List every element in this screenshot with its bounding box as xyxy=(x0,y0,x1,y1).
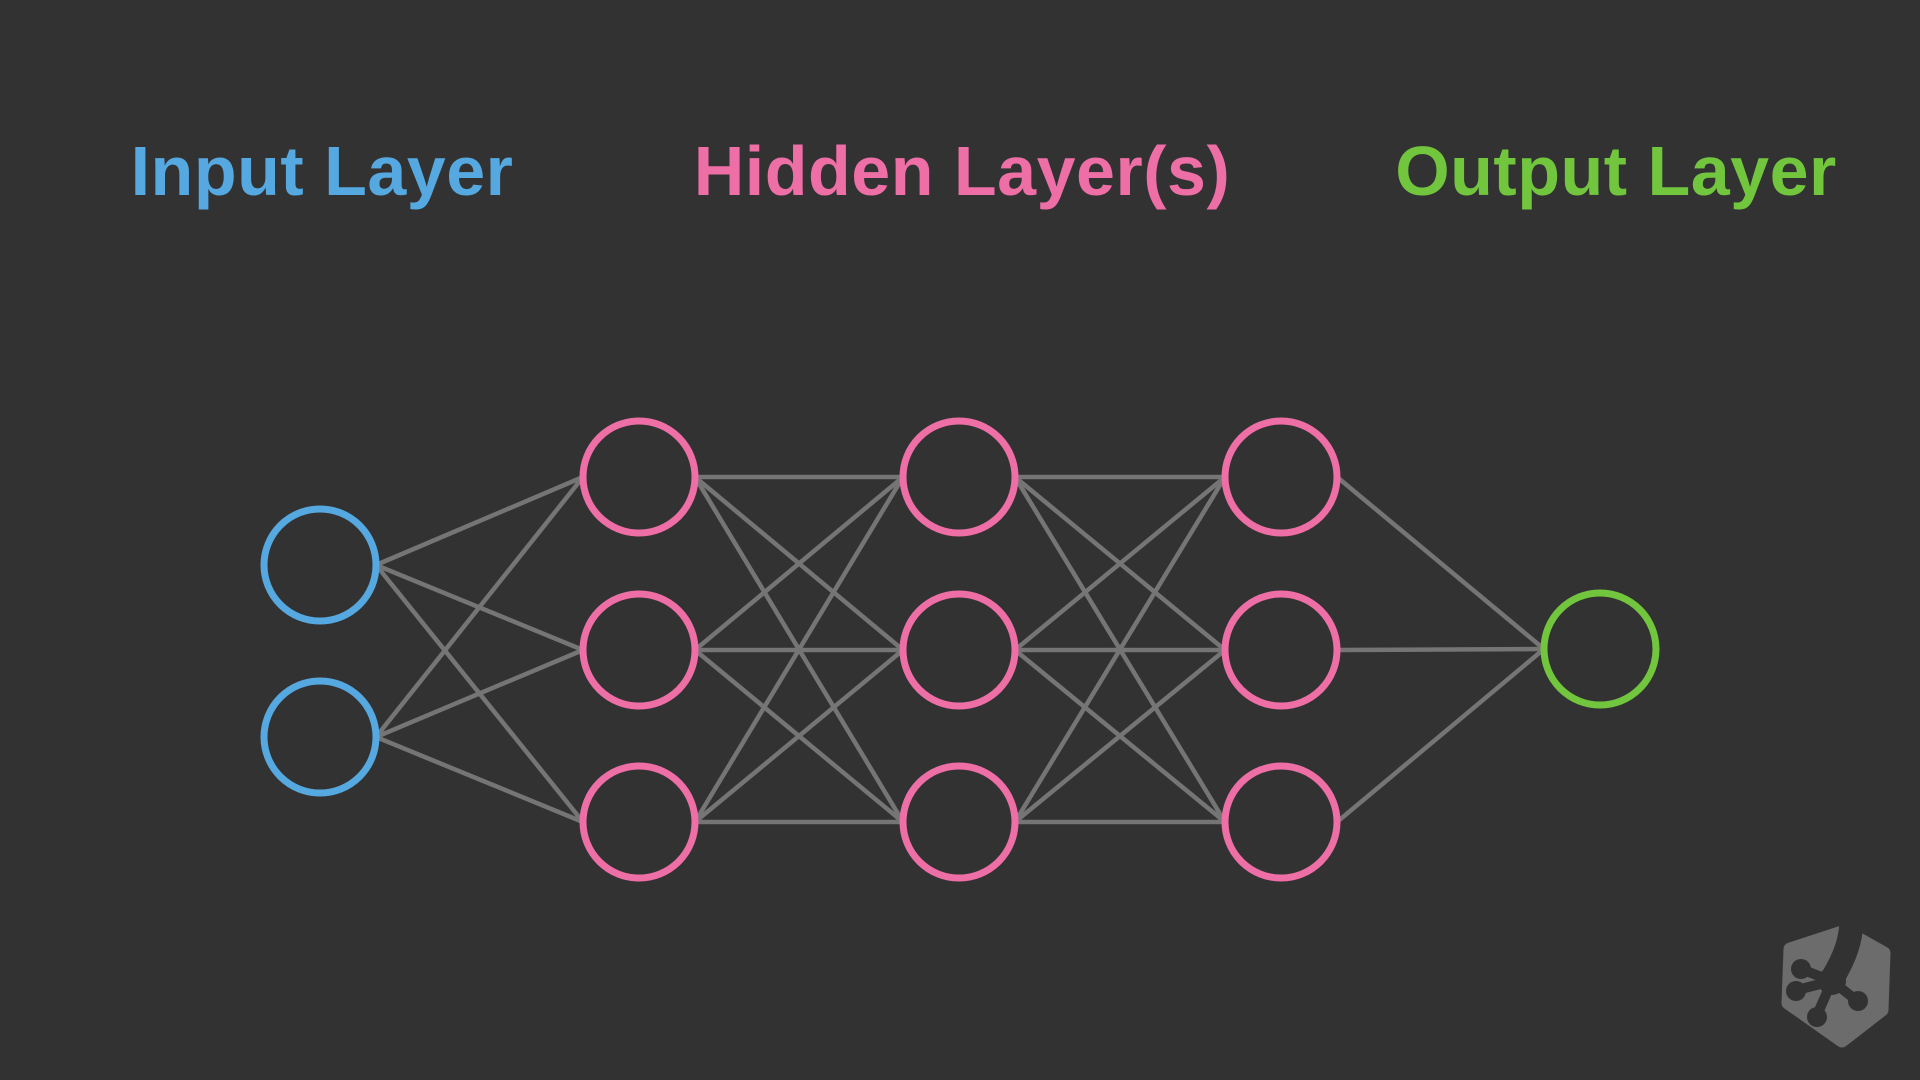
edge-hidden-layer-3-1-to-output-layer-1 xyxy=(1335,475,1546,651)
hidden-layer-3-node-3 xyxy=(1221,762,1341,882)
edge-hidden-layer-1-3-to-hidden-layer-2-1 xyxy=(693,475,905,824)
edge-input-layer-2-to-hidden-layer-1-1 xyxy=(374,475,585,739)
edge-input-layer-2-to-hidden-layer-1-3 xyxy=(375,734,584,825)
frog-foot-hexagon-logo-icon xyxy=(1781,923,1891,1048)
hidden-layer-2-node-2 xyxy=(899,590,1019,710)
hidden-layers-label: Hidden Layer(s) xyxy=(693,132,1231,210)
nodes-group xyxy=(260,417,1660,882)
edge-hidden-layer-3-3-to-output-layer-1 xyxy=(1335,647,1546,824)
edge-hidden-layer-3-2-to-output-layer-1 xyxy=(1336,646,1545,653)
hidden-layer-3-node-2 xyxy=(1221,590,1341,710)
edge-hidden-layer-2-3-to-hidden-layer-3-1 xyxy=(1013,475,1227,824)
input-layer-node-1 xyxy=(260,505,380,625)
output-layer-label: Output Layer xyxy=(1395,132,1837,210)
hidden-layer-3-node-1 xyxy=(1221,417,1341,537)
hidden-layer-1-node-1 xyxy=(579,417,699,537)
output-layer-node-1 xyxy=(1540,589,1660,709)
edge-input-layer-2-to-hidden-layer-1-2 xyxy=(375,647,584,740)
edge-input-layer-1-to-hidden-layer-1-1 xyxy=(375,474,584,568)
edge-hidden-layer-2-3-to-hidden-layer-3-2 xyxy=(1013,648,1227,824)
edge-hidden-layer-1-3-to-hidden-layer-2-2 xyxy=(693,648,905,824)
hidden-layer-2-node-3 xyxy=(899,762,1019,882)
input-layer-label: Input Layer xyxy=(130,132,514,210)
hidden-layer-2-node-1 xyxy=(899,417,1019,537)
edge-hidden-layer-1-2-to-hidden-layer-2-1 xyxy=(693,475,905,652)
edge-hidden-layer-2-2-to-hidden-layer-3-1 xyxy=(1013,475,1227,652)
edges-group xyxy=(374,474,1546,825)
hidden-layer-1-node-2 xyxy=(579,590,699,710)
input-layer-node-2 xyxy=(260,677,380,797)
hidden-layer-1-node-3 xyxy=(579,762,699,882)
